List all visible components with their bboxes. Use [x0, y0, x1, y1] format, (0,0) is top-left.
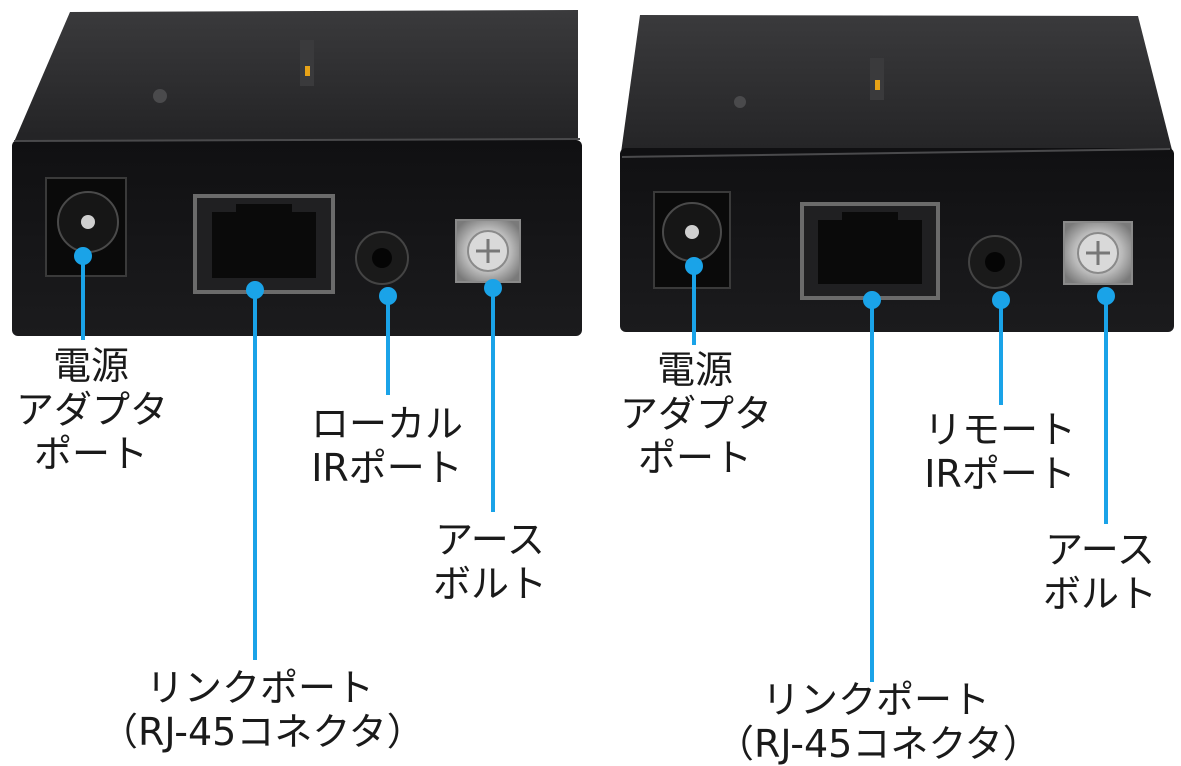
- label-local-ir-port: ローカル IRポート: [310, 402, 463, 490]
- label-power-adapter-port-local: 電源 アダプタ ポート: [16, 344, 169, 476]
- device-remote-top: [620, 15, 1172, 160]
- ground-bolt-remote: [1063, 221, 1133, 285]
- device-remote: [620, 15, 1174, 682]
- label-remote-ir-port: リモート IRポート: [923, 408, 1076, 496]
- label-link-port-remote: リンクポート （RJ-45コネクタ）: [716, 678, 1041, 766]
- label-link-port-local: リンクポート （RJ-45コネクタ）: [100, 666, 425, 754]
- local-ir-port: [355, 231, 409, 285]
- led-indicator-local: [153, 89, 167, 103]
- device-local: [12, 10, 582, 660]
- brand-logo-local: [300, 40, 314, 86]
- device-local-top: [14, 10, 578, 142]
- label-ground-bolt-remote: アース ボルト: [1042, 528, 1157, 616]
- leader-lines-local: [74, 247, 502, 660]
- led-indicator-remote: [734, 96, 746, 108]
- label-power-adapter-port-remote: 電源 アダプタ ポート: [620, 348, 773, 480]
- rj45-link-port-remote: [800, 202, 940, 300]
- brand-logo-remote: [870, 58, 884, 100]
- remote-ir-port: [968, 235, 1022, 289]
- label-ground-bolt-local: アース ボルト: [432, 518, 547, 606]
- leader-lines-remote: [685, 257, 1115, 682]
- ground-bolt-local: [455, 219, 521, 283]
- rj45-link-port-local: [193, 194, 335, 294]
